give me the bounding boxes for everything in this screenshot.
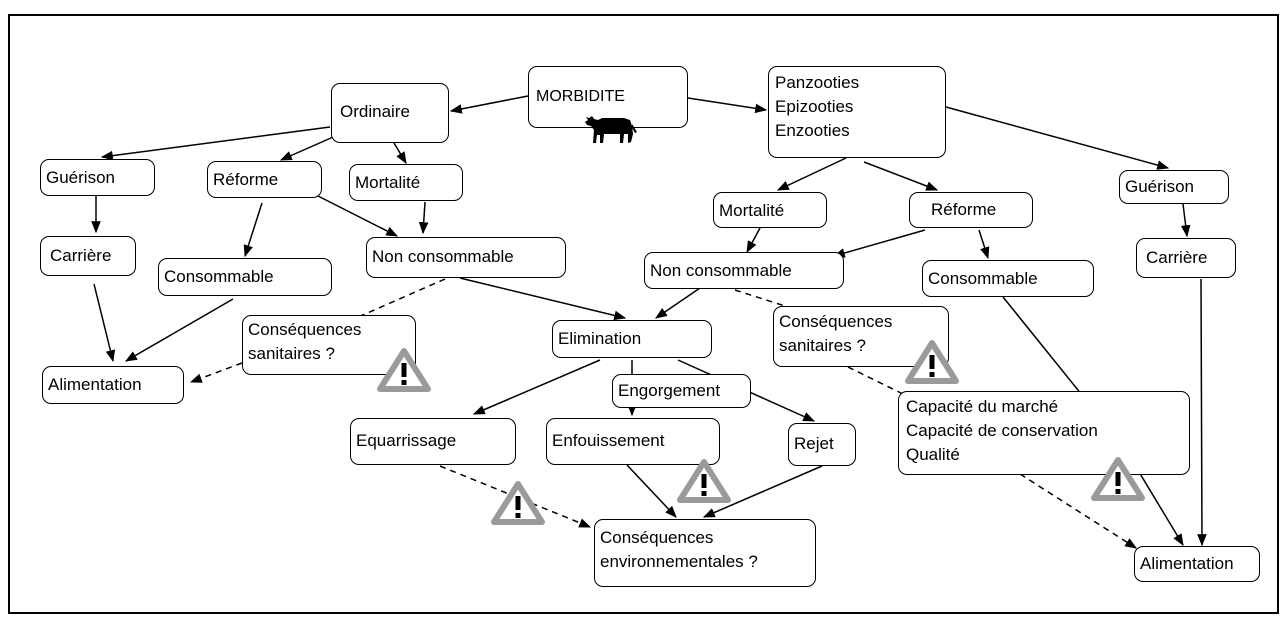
edge-mortalite-r-non-consommable bbox=[746, 227, 761, 254]
edge-carriere-alimentation bbox=[93, 283, 116, 363]
warning-icon bbox=[905, 340, 959, 384]
node-guerison-left: Guérison bbox=[40, 159, 155, 196]
edge-capacite-alimentation bbox=[1138, 471, 1184, 547]
node-line: Qualité bbox=[906, 445, 960, 464]
node-consequences-environnementales: Conséquences environnementales ? bbox=[594, 519, 816, 587]
node-morbidite: MORBIDITE bbox=[528, 66, 688, 128]
edge-mortalite-non-consommable bbox=[418, 201, 429, 235]
edge-non-consommable-r-elimination bbox=[655, 287, 701, 319]
diagram-frame bbox=[8, 14, 1279, 614]
edge-non-consommable-sanitaires bbox=[355, 278, 446, 319]
warning-icon bbox=[1091, 457, 1145, 501]
node-line: Conséquences bbox=[248, 320, 362, 339]
edge-panzooties-mortalite bbox=[776, 157, 847, 191]
node-label: Ordinaire bbox=[340, 102, 410, 121]
node-label: Mortalité bbox=[719, 201, 785, 220]
edge-morbidite-ordinaire bbox=[449, 95, 529, 114]
node-label: Guérison bbox=[46, 168, 115, 187]
node-carriere-left: Carrière bbox=[40, 236, 136, 276]
node-label: Enfouissement bbox=[552, 431, 665, 450]
edge-reforme-non-consommable bbox=[317, 195, 399, 237]
edge-elimination-equarrissage bbox=[472, 359, 601, 415]
node-label: Non consommable bbox=[372, 247, 514, 266]
node-engorgement: Engorgement bbox=[612, 374, 751, 408]
warning-icon bbox=[377, 348, 431, 392]
edge-reforme-r-consommable bbox=[978, 229, 990, 260]
node-line: Conséquences bbox=[779, 312, 893, 331]
node-elimination: Elimination bbox=[552, 320, 712, 358]
node-reforme-left: Réforme bbox=[207, 161, 322, 198]
node-consequences-sanitaires-left: Conséquences sanitaires ? bbox=[242, 315, 416, 375]
node-label: Rejet bbox=[794, 434, 834, 453]
edge-consommable-alimentation bbox=[124, 298, 234, 362]
node-label: Mortalité bbox=[355, 173, 421, 192]
edge-panzooties-reforme bbox=[863, 161, 939, 191]
node-capacite: Capacité du marché Capacité de conservat… bbox=[898, 391, 1190, 475]
node-label: Carrière bbox=[1146, 248, 1208, 267]
edge-reforme-r-non-consommable bbox=[832, 229, 926, 258]
node-reforme-right: Réforme bbox=[909, 192, 1033, 228]
node-line: sanitaires ? bbox=[248, 344, 335, 363]
node-line: Panzooties bbox=[775, 73, 860, 92]
edge-non-consommable-elimination bbox=[459, 277, 627, 321]
node-label: Consommable bbox=[928, 269, 1038, 288]
edge-capacite-r-alimentation bbox=[1019, 473, 1138, 549]
edge-ordinaire-guerison bbox=[100, 126, 331, 161]
node-mortalite-left: Mortalité bbox=[349, 164, 463, 201]
node-panzooties: Panzooties Epizooties Enzooties bbox=[768, 66, 946, 158]
edge-panzooties-guerison bbox=[945, 106, 1170, 170]
node-label: Réforme bbox=[931, 200, 997, 219]
edge-r-non-consommable-sanitaires bbox=[734, 289, 789, 308]
node-line: environnementales ? bbox=[600, 552, 758, 571]
node-alimentation-left: Alimentation bbox=[42, 366, 184, 404]
warning-icon bbox=[491, 481, 545, 525]
node-guerison-right: Guérison bbox=[1119, 170, 1229, 204]
node-ordinaire: Ordinaire bbox=[331, 83, 449, 143]
node-rejet: Rejet bbox=[788, 423, 856, 466]
node-line: Epizooties bbox=[775, 97, 854, 116]
node-non-consommable-left: Non consommable bbox=[366, 237, 566, 278]
edge-morbidite-panzooties bbox=[687, 97, 768, 114]
node-label: Carrière bbox=[50, 246, 112, 265]
node-consequences-sanitaires-right: Conséquences sanitaires ? bbox=[773, 306, 949, 367]
node-consommable-right: Consommable bbox=[922, 260, 1094, 297]
edge-r-sanitaires-capacite bbox=[847, 366, 906, 396]
node-label: Engorgement bbox=[618, 381, 721, 400]
warning-icon bbox=[677, 459, 731, 503]
edge-ordinaire-mortalite bbox=[393, 142, 407, 165]
node-label: Consommable bbox=[164, 267, 274, 286]
node-line: Capacité de conservation bbox=[906, 421, 1098, 440]
node-alimentation-right: Alimentation bbox=[1134, 546, 1260, 582]
cow-icon bbox=[585, 116, 637, 143]
node-label: Alimentation bbox=[1140, 554, 1234, 573]
edge-consommable-r-capacite bbox=[1002, 296, 1083, 396]
node-label: Elimination bbox=[558, 329, 642, 348]
node-mortalite-right: Mortalité bbox=[713, 192, 827, 228]
edge-ordinaire-reforme bbox=[279, 133, 341, 161]
edge-enfouissement-env bbox=[626, 464, 677, 518]
node-label: Guérison bbox=[1125, 177, 1194, 196]
node-line: Enzooties bbox=[775, 121, 850, 140]
node-enfouissement: Enfouissement bbox=[546, 418, 720, 465]
edge-rejet-env bbox=[702, 465, 823, 518]
edge-reforme-consommable bbox=[243, 202, 263, 258]
node-label: Equarrissage bbox=[356, 431, 457, 450]
node-label: MORBIDITE bbox=[536, 88, 625, 105]
node-line: Capacité du marché bbox=[906, 397, 1059, 416]
edge-sanitaires-alimentation bbox=[189, 362, 243, 383]
node-label: Non consommable bbox=[650, 261, 792, 280]
node-line: Conséquences bbox=[600, 528, 714, 547]
node-carriere-right: Carrière bbox=[1136, 238, 1236, 278]
node-equarrissage: Equarrissage bbox=[350, 418, 516, 465]
edge-guerison-r-carriere bbox=[1180, 203, 1191, 238]
node-line: sanitaires ? bbox=[779, 336, 866, 355]
node-non-consommable-right: Non consommable bbox=[644, 252, 844, 289]
edge-carriere-r-alimentation bbox=[1197, 278, 1207, 547]
node-label: Alimentation bbox=[48, 375, 142, 394]
node-label: Réforme bbox=[213, 170, 279, 189]
node-consommable-left: Consommable bbox=[158, 258, 332, 296]
